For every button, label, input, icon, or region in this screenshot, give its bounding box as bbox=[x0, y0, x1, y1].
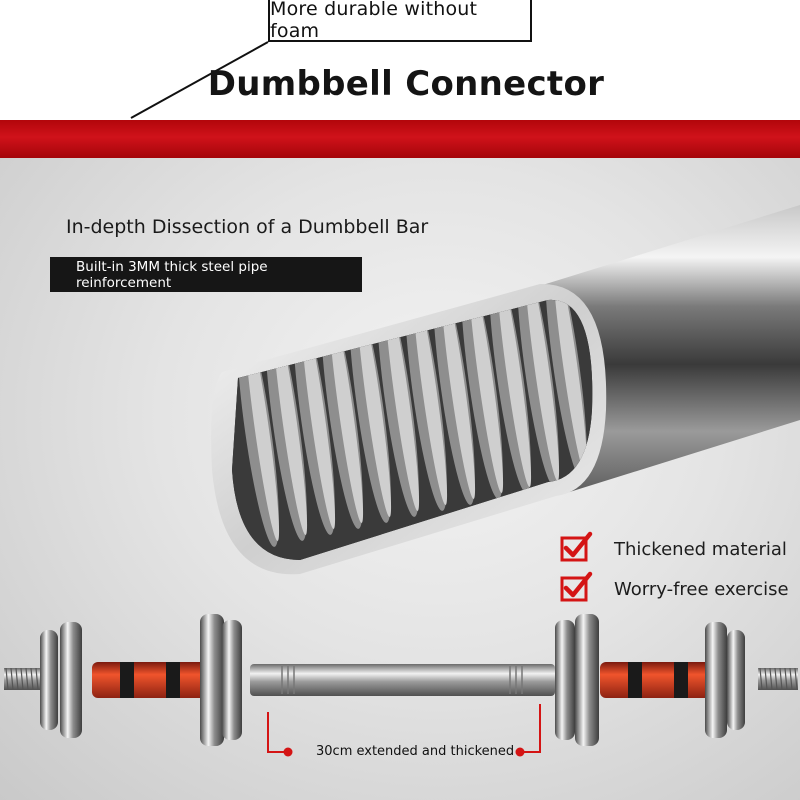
feature-label: Worry-free exercise bbox=[614, 578, 789, 600]
page-title: Dumbbell Connector bbox=[207, 64, 605, 104]
callout-leader-line bbox=[130, 41, 269, 119]
red-check-box-icon bbox=[560, 531, 593, 562]
feature-item-thickened-material: Thickened material bbox=[562, 534, 787, 564]
callout-box: More durable without foam bbox=[268, 0, 532, 42]
measurement-bracket bbox=[267, 704, 541, 753]
section-heading: In-depth Dissection of a Dumbbell Bar bbox=[66, 216, 429, 238]
feature-label: Thickened material bbox=[614, 538, 787, 560]
red-check-box-icon bbox=[560, 571, 593, 602]
steel-pipe-badge: Built-in 3MM thick steel pipe reinforcem… bbox=[50, 257, 362, 292]
steel-tube-cutaway bbox=[211, 205, 800, 575]
measure-dot-right bbox=[515, 747, 525, 757]
measurement-label: 30cm extended and thickened bbox=[316, 744, 515, 759]
red-banner-stripe bbox=[0, 120, 800, 158]
measure-dot-left bbox=[283, 747, 293, 757]
feature-item-worry-free-exercise: Worry-free exercise bbox=[562, 574, 789, 604]
steel-pipe-badge-text: Built-in 3MM thick steel pipe reinforcem… bbox=[76, 258, 268, 291]
dumbbell-assembly bbox=[4, 614, 798, 746]
callout-text: More durable without foam bbox=[270, 0, 478, 42]
